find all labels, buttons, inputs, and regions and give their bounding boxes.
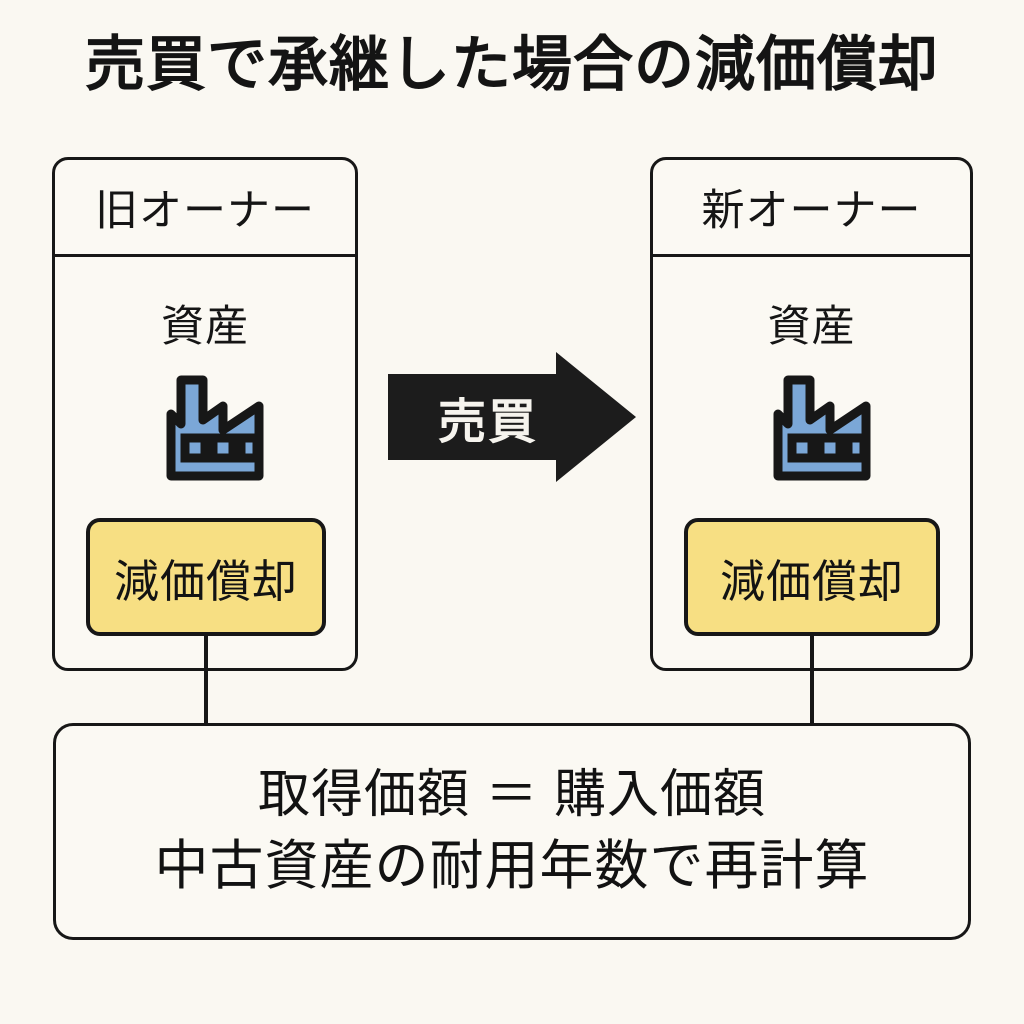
new-owner-asset-label: 資産 (767, 303, 856, 351)
old-owner-panel-header: 旧オーナー (55, 160, 355, 257)
connector-new-owner-to-summary (810, 634, 814, 726)
summary-box: 取得価額 ＝ 購入価額 中古資産の耐用年数で再計算 (53, 723, 971, 940)
old-owner-depreciation-label: 減価償却 (113, 555, 298, 607)
old-owner-asset-label: 資産 (161, 303, 249, 351)
new-owner-panel-body: 資産 (653, 260, 970, 668)
factory-icon (166, 375, 264, 481)
summary-line-acquisition-cost: 取得価額 ＝ 購入価額 (258, 766, 766, 825)
right-arrow-icon (388, 352, 636, 482)
connector-old-owner-to-summary (204, 634, 208, 726)
old-owner-label: 旧オーナー (95, 187, 315, 235)
old-owner-depreciation-chip: 減価償却 (86, 518, 326, 636)
summary-line-useful-life: 中古資産の耐用年数で再計算 (154, 836, 870, 897)
transfer-arrow (388, 352, 636, 482)
new-owner-depreciation-chip: 減価償却 (684, 518, 940, 636)
new-owner-panel-header: 新オーナー (653, 160, 970, 257)
new-owner-label: 新オーナー (701, 187, 922, 235)
factory-icon (773, 375, 870, 481)
new-owner-depreciation-label: 減価償却 (719, 555, 904, 607)
page-title: 売買で承継した場合の減価償却 (85, 31, 939, 98)
old-owner-panel-body: 資産 (55, 260, 355, 668)
